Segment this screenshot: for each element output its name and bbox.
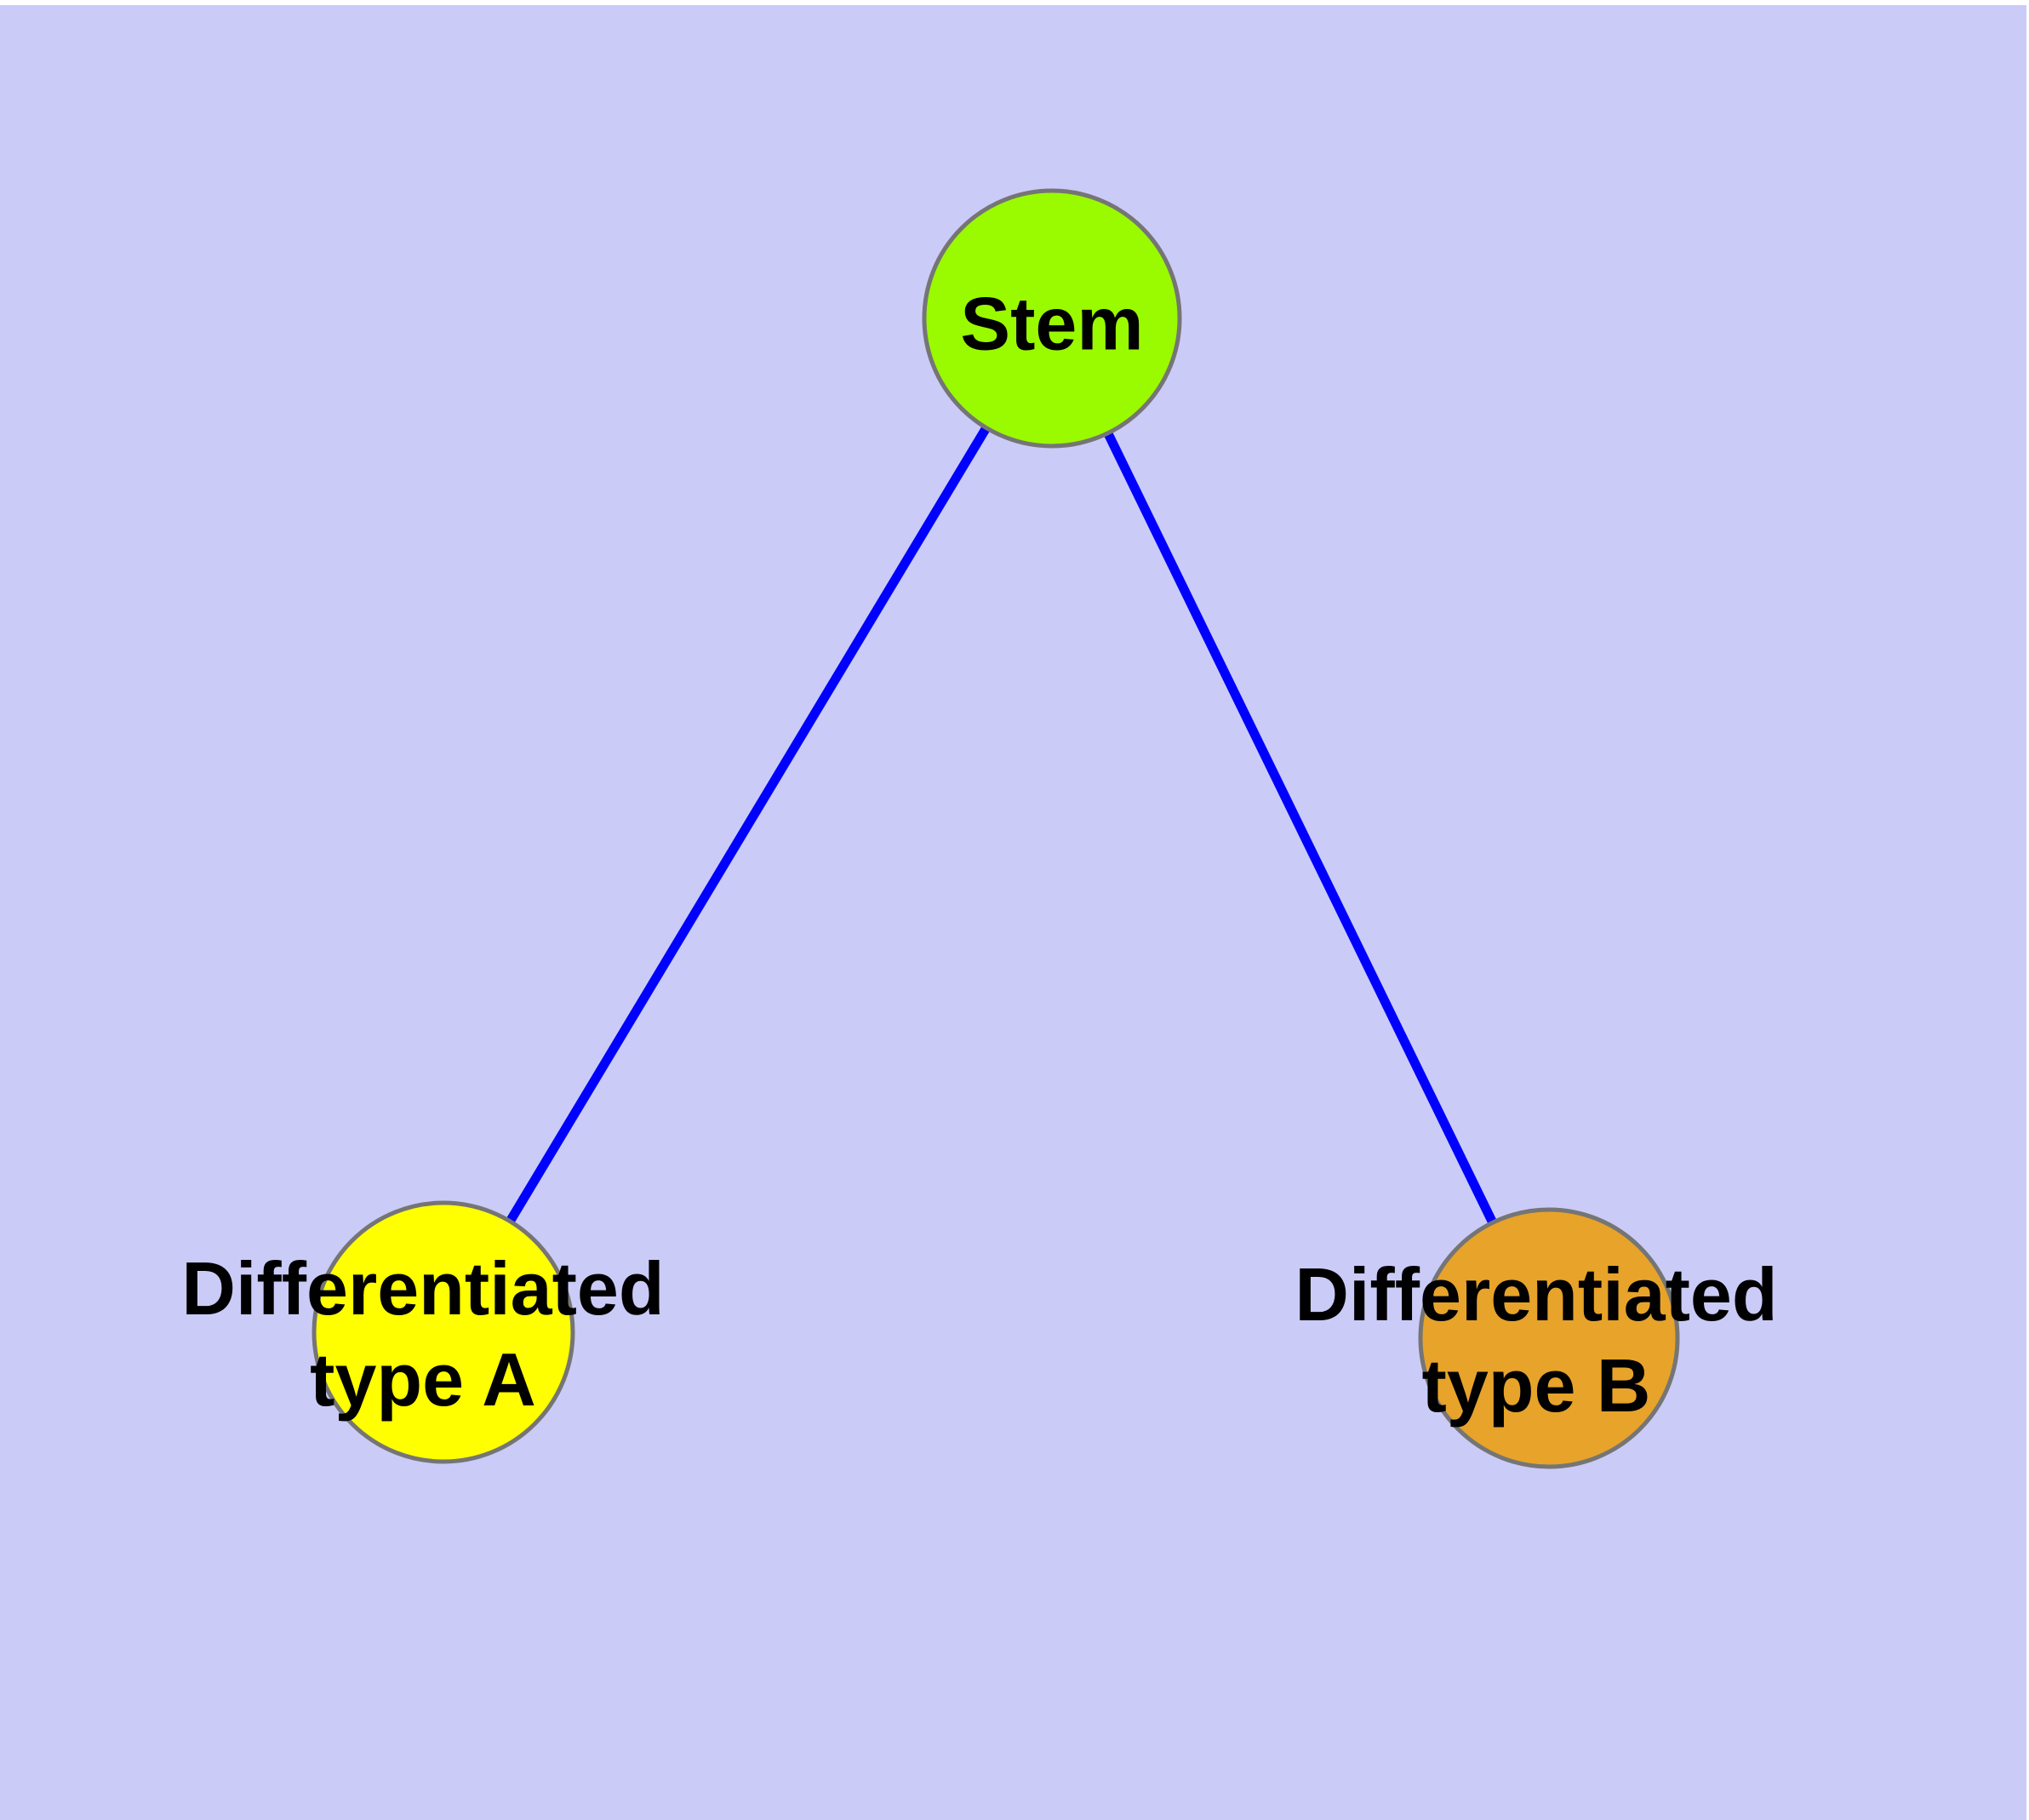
node-type-b-label-line2: type B <box>1421 1343 1651 1428</box>
node-stem-circle <box>922 188 1182 449</box>
node-type-b-label-line1: Differentiated <box>1295 1252 1778 1336</box>
node-type-a-label-line1: Differentiated <box>181 1246 665 1331</box>
node-type-a-label-line2: type A <box>310 1337 536 1422</box>
node-type-b-circle <box>1418 1207 1680 1469</box>
edge-stem-to-type-b <box>1048 316 1553 1341</box>
node-type-a-circle <box>311 1200 575 1464</box>
node-type-a-label: Differentiated type A <box>181 1243 664 1425</box>
node-stem-label: Stem <box>960 278 1143 369</box>
node-type-b-label: Differentiated type B <box>1295 1249 1777 1431</box>
edge-stem-to-type-a <box>439 316 1056 1335</box>
node-stem-label-text: Stem <box>960 281 1144 366</box>
